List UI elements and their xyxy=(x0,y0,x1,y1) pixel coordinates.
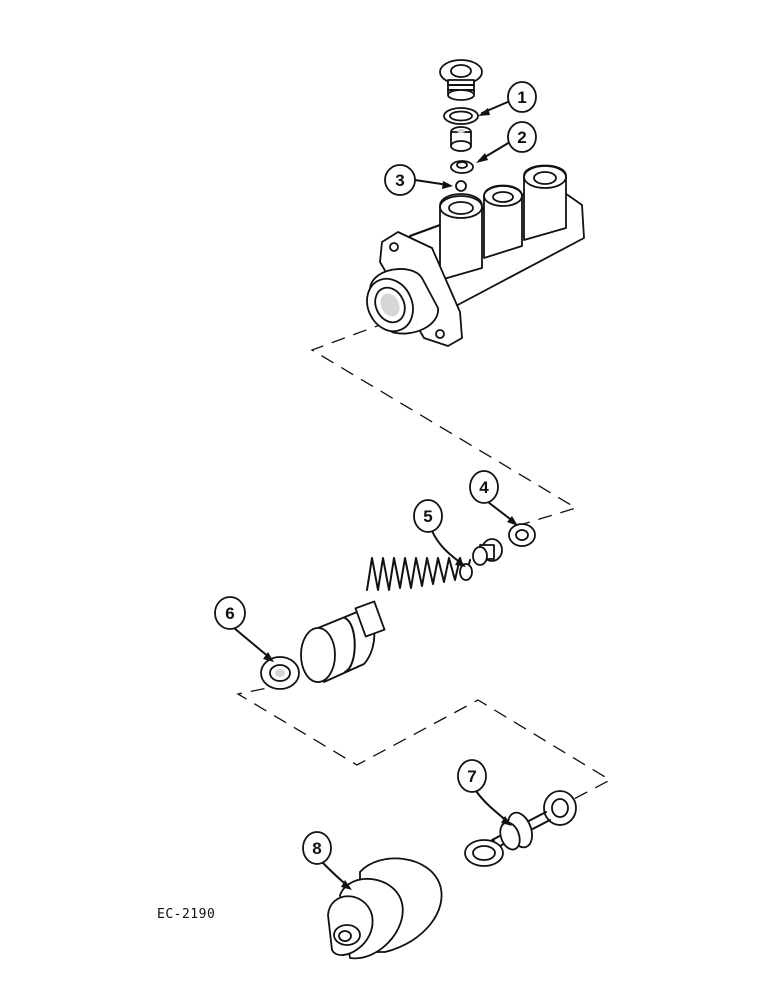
callout-5: 5 xyxy=(413,499,466,567)
callout-label-2: 2 xyxy=(517,128,526,147)
pushrod-assembly xyxy=(464,790,577,867)
callout-2: 2 xyxy=(476,121,537,163)
assembly-guide-line-upper xyxy=(310,321,578,526)
piston xyxy=(300,600,386,683)
callout-6: 6 xyxy=(214,596,274,662)
callout-label-3: 3 xyxy=(395,171,404,190)
valve-seat xyxy=(450,160,474,174)
bleed-valve xyxy=(450,126,472,152)
callout-label-7: 7 xyxy=(467,767,476,786)
spring-seat xyxy=(472,538,503,566)
return-spring xyxy=(366,557,473,591)
figure-reference-code: EC-2190 xyxy=(157,907,215,922)
callout-4: 4 xyxy=(469,470,518,526)
check-ball xyxy=(455,180,467,192)
master-cylinder-body xyxy=(366,164,585,347)
callout-label-1: 1 xyxy=(517,88,526,107)
dust-boot xyxy=(327,857,443,960)
callout-label-5: 5 xyxy=(423,507,432,526)
callout-7: 7 xyxy=(457,759,512,826)
callout-label-4: 4 xyxy=(479,478,489,497)
piston-seal xyxy=(260,656,300,690)
callout-8: 8 xyxy=(302,831,352,890)
callout-3: 3 xyxy=(384,164,453,196)
banjo-bolt xyxy=(439,59,483,101)
callout-label-6: 6 xyxy=(225,604,234,623)
sealing-washer xyxy=(443,107,479,125)
callout-1: 1 xyxy=(478,81,537,116)
callout-label-8: 8 xyxy=(312,839,321,858)
cup-seal xyxy=(508,523,536,547)
assembly-guide-line-lower xyxy=(236,683,612,801)
